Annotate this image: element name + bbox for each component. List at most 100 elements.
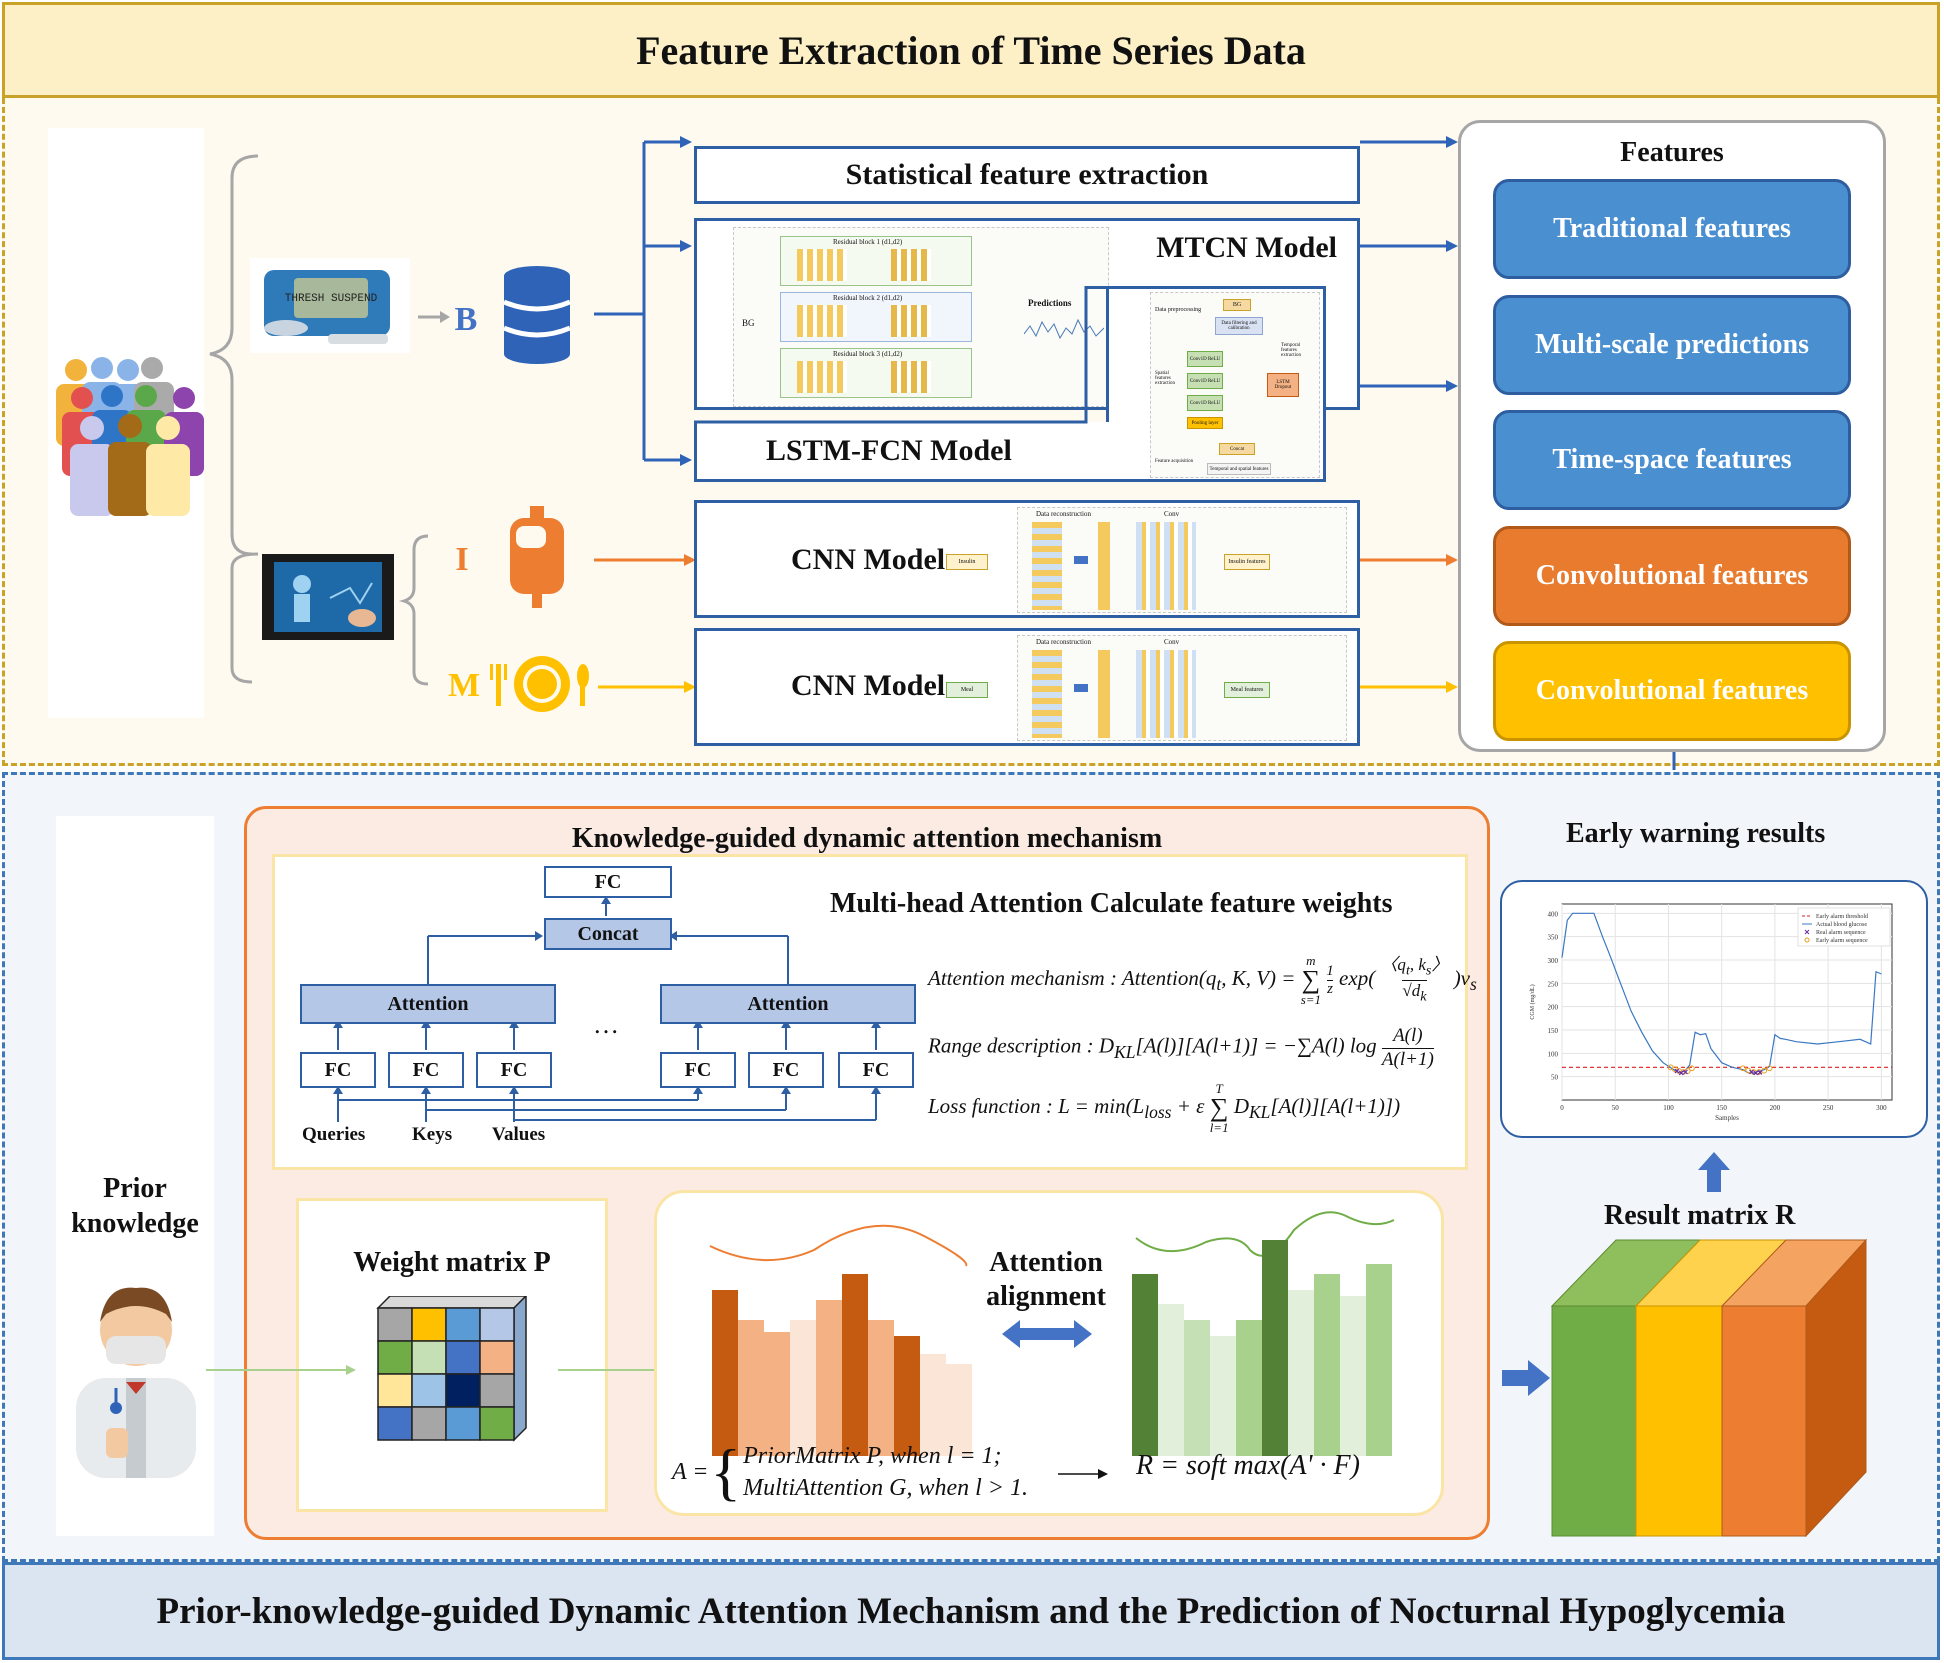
attention-alignment-bars (709, 1211, 1395, 1479)
cnn-meal-thumbnail: Data reconstruction Conv Meal Meal featu… (946, 635, 1347, 741)
lstm-model-label: LSTM-FCN Model (766, 434, 1012, 467)
feature-item: Convolutional features (1493, 526, 1851, 626)
keys-label: Keys (412, 1124, 453, 1145)
range-description-formula: Range description : DKL[A(l)][A(l+1)] = … (928, 1025, 1434, 1070)
features-title: Features (1620, 137, 1724, 168)
loss-function-formula: Loss function : L = min(Lloss + ε T∑l=1 … (928, 1081, 1401, 1135)
queries-label: Queries (302, 1124, 366, 1145)
fc-box-6: FC (838, 1052, 914, 1088)
insulin-pump-icon (264, 270, 390, 344)
chart-real-alarm-point (1674, 1068, 1680, 1074)
attention-alignment-label: Attention alignment (986, 1247, 1106, 1312)
patients-brace-lower (230, 552, 259, 684)
attention-box-2: Attention (660, 984, 916, 1024)
chart-real-alarm-point (1757, 1070, 1763, 1075)
multi-head-attention-diagram (333, 896, 881, 1122)
fc-box-3: FC (476, 1052, 552, 1088)
feature-item: Time-space features (1493, 410, 1851, 510)
chart-y-tick-label: 50 (1551, 1074, 1559, 1082)
top-title-bar: Feature Extraction of Time Series Data (2, 2, 1940, 98)
cnn-meal-label: CNN Model (791, 669, 946, 702)
cnn-insulin-box: CNN Model Data reconstruction Conv Insul… (694, 500, 1360, 618)
letter-i: I (455, 541, 468, 578)
chart-x-tick-label: 0 (1560, 1104, 1564, 1112)
chart-y-tick-label: 200 (1548, 1004, 1559, 1012)
chart-x-tick-label: 100 (1663, 1104, 1674, 1112)
chart-real-alarm-point (1678, 1070, 1684, 1076)
chart-real-alarm-point (1753, 1070, 1759, 1076)
bottom-title-bar: Prior-knowledge-guided Dynamic Attention… (2, 1562, 1940, 1660)
chart-y-tick-label: 250 (1548, 980, 1559, 988)
weight-matrix-cube (376, 1296, 528, 1442)
legend-real-alarm-symbol (1804, 929, 1810, 935)
doctor-icon (76, 1287, 196, 1478)
knowledge-guided-title: Knowledge-guided dynamic attention mecha… (571, 823, 1163, 854)
prior-knowledge-label: Prior knowledge (71, 1173, 199, 1239)
patient-group-icon (56, 357, 204, 516)
weight-matrix-label: Weight matrix P (353, 1247, 551, 1278)
attention-formula: Attention mechanism : Attention(qt, K, V… (928, 953, 1477, 1008)
fc-box-2: FC (388, 1052, 464, 1088)
result-matrix-cube (1550, 1238, 1868, 1538)
chart-early-alarm-point (1688, 1065, 1695, 1072)
feature-item: Convolutional features (1493, 641, 1851, 741)
a-piecewise-formula: A = { PriorMatrix P, when l = 1; MultiAt… (672, 1436, 1028, 1508)
chart-x-tick-label: 150 (1716, 1104, 1727, 1112)
mtcn-architecture-thumbnail: BG Residual block 1 (d1,d2) Residual blo… (733, 227, 1109, 407)
glucose-chart: 50 100 150 200 250 300 350 400 0 50 100 150 200 250 30… (1529, 903, 1893, 1122)
prior-knowledge-panel: Prior knowledge (56, 816, 214, 1536)
r-softmax-formula: R = soft max(A' · F) (1136, 1450, 1360, 1481)
chart-real-alarm-point (1749, 1069, 1754, 1075)
result-matrix-label: Result matrix R (1604, 1200, 1796, 1231)
multi-head-title: Multi-head Attention Calculate feature w… (830, 888, 1393, 919)
lstm-fcn-architecture-thumbnail: Data preprocessing BG Data filtering and… (1150, 292, 1320, 478)
top-diagram-svg: THRESH SUSPEND B I M (48, 128, 1676, 770)
statistical-feature-label: Statistical feature extraction (845, 158, 1209, 191)
fc-box-4: FC (660, 1052, 736, 1088)
chart-real-alarm-point (1683, 1069, 1688, 1075)
iv-bag-icon (510, 506, 564, 608)
bottom-section-title: Prior-knowledge-guided Dynamic Attention… (156, 1590, 1786, 1632)
fc-box-1: FC (300, 1052, 376, 1088)
chart-early-alarm-point (1766, 1065, 1773, 1072)
patients-brace (209, 154, 259, 556)
chart-y-tick-label: 100 (1548, 1050, 1559, 1058)
chart-x-tick-label: 300 (1876, 1104, 1887, 1112)
values-label: Values (492, 1124, 546, 1145)
chart-x-tick-label: 50 (1612, 1104, 1620, 1112)
top-section-title: Feature Extraction of Time Series Data (636, 27, 1306, 73)
fc-top-box: FC (544, 866, 672, 898)
chart-y-tick-label: 400 (1548, 910, 1559, 918)
feature-item: Traditional features (1493, 179, 1851, 279)
alignment-double-arrow (1002, 1320, 1092, 1348)
chart-x-axis-label: Samples (1715, 1114, 1739, 1122)
attention-box-1: Attention (300, 984, 556, 1024)
feature-item: Multi-scale predictions (1493, 295, 1851, 395)
legend-early-alarm-symbol (1804, 937, 1810, 943)
mtcn-model-box: MTCN Model BG Residual block 1 (d1,d2) R… (694, 218, 1360, 410)
statistical-feature-box: Statistical feature extraction (694, 146, 1360, 204)
attention-ellipsis: … (593, 1010, 619, 1039)
early-warning-title: Early warning results (1566, 818, 1826, 849)
cnn-insulin-label: CNN Model (791, 543, 946, 576)
legend-entry: Early alarm threshold (1816, 914, 1868, 920)
chart-legend (1797, 907, 1891, 947)
chart-series-line (1561, 912, 1882, 1074)
pump-screen-text: THRESH SUSPEND (285, 293, 378, 305)
legend-entry: Actual blood glucose (1816, 922, 1867, 928)
chart-early-alarm-point (1740, 1065, 1746, 1072)
database-icon (503, 266, 571, 364)
fc-box-5: FC (748, 1052, 824, 1088)
chart-x-tick-label: 200 (1770, 1104, 1781, 1112)
legend-entry: Early alarm sequence (1816, 938, 1868, 944)
mtcn-model-label: MTCN Model (1156, 231, 1337, 264)
cnn-insulin-thumbnail: Data reconstruction Conv Insulin Insulin… (946, 507, 1347, 613)
chart-x-tick-label: 250 (1823, 1104, 1834, 1112)
meal-icon (490, 656, 589, 712)
chart-y-tick-label: 150 (1548, 1027, 1559, 1035)
cnn-meal-box: CNN Model Data reconstruction Conv Meal … (694, 628, 1360, 746)
chart-y-tick-label: 300 (1548, 957, 1559, 965)
letter-b: B (455, 301, 478, 338)
chart-y-tick-label: 350 (1548, 934, 1559, 942)
